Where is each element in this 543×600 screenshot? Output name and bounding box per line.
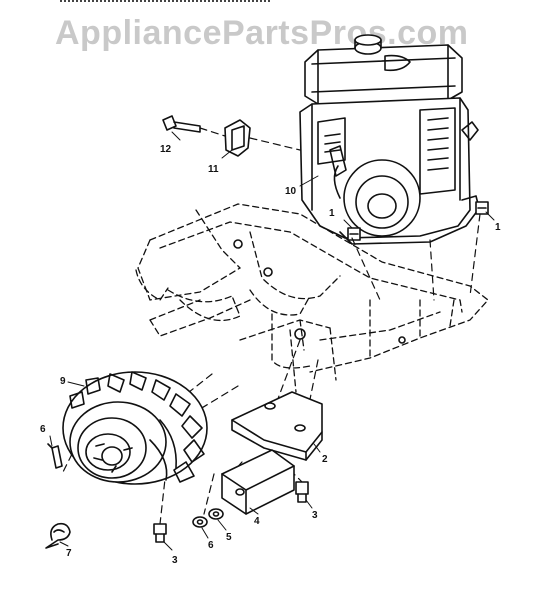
callout-5: 5	[226, 532, 232, 543]
callout-3-left: 3	[172, 555, 178, 566]
wheel-9	[62, 371, 208, 485]
bolt-3-right	[295, 481, 309, 503]
callout-3-right: 3	[312, 510, 318, 521]
spacer-4	[221, 449, 295, 515]
callout-2: 2	[322, 454, 328, 465]
bracket-11	[224, 119, 251, 157]
callout-6-pin: 6	[40, 424, 46, 435]
callout-9: 9	[60, 376, 66, 387]
tiller-frame	[135, 203, 489, 393]
washer-6	[192, 516, 208, 528]
top-header-remnant	[60, 0, 270, 5]
callout-12: 12	[160, 144, 172, 155]
pin-6-left	[47, 443, 63, 469]
clip-7	[45, 522, 71, 549]
callout-6-washer: 6	[208, 540, 214, 551]
mounting-plate-2	[231, 391, 323, 461]
callout-7: 7	[66, 548, 72, 559]
callout-10: 10	[285, 186, 297, 197]
watermark-text: AppliancePartsPros.com	[55, 14, 469, 52]
callout-1-engine-right: 1	[495, 222, 501, 233]
callout-1-engine-left: 1	[329, 208, 335, 219]
bolt-12	[162, 115, 201, 133]
bolt-engine-left	[347, 227, 361, 241]
engine	[299, 34, 481, 245]
bolt-3-left	[153, 523, 167, 543]
callout-4: 4	[254, 516, 260, 527]
callout-11: 11	[208, 164, 219, 175]
frame-hubs	[233, 239, 406, 344]
washer-5	[208, 508, 224, 520]
